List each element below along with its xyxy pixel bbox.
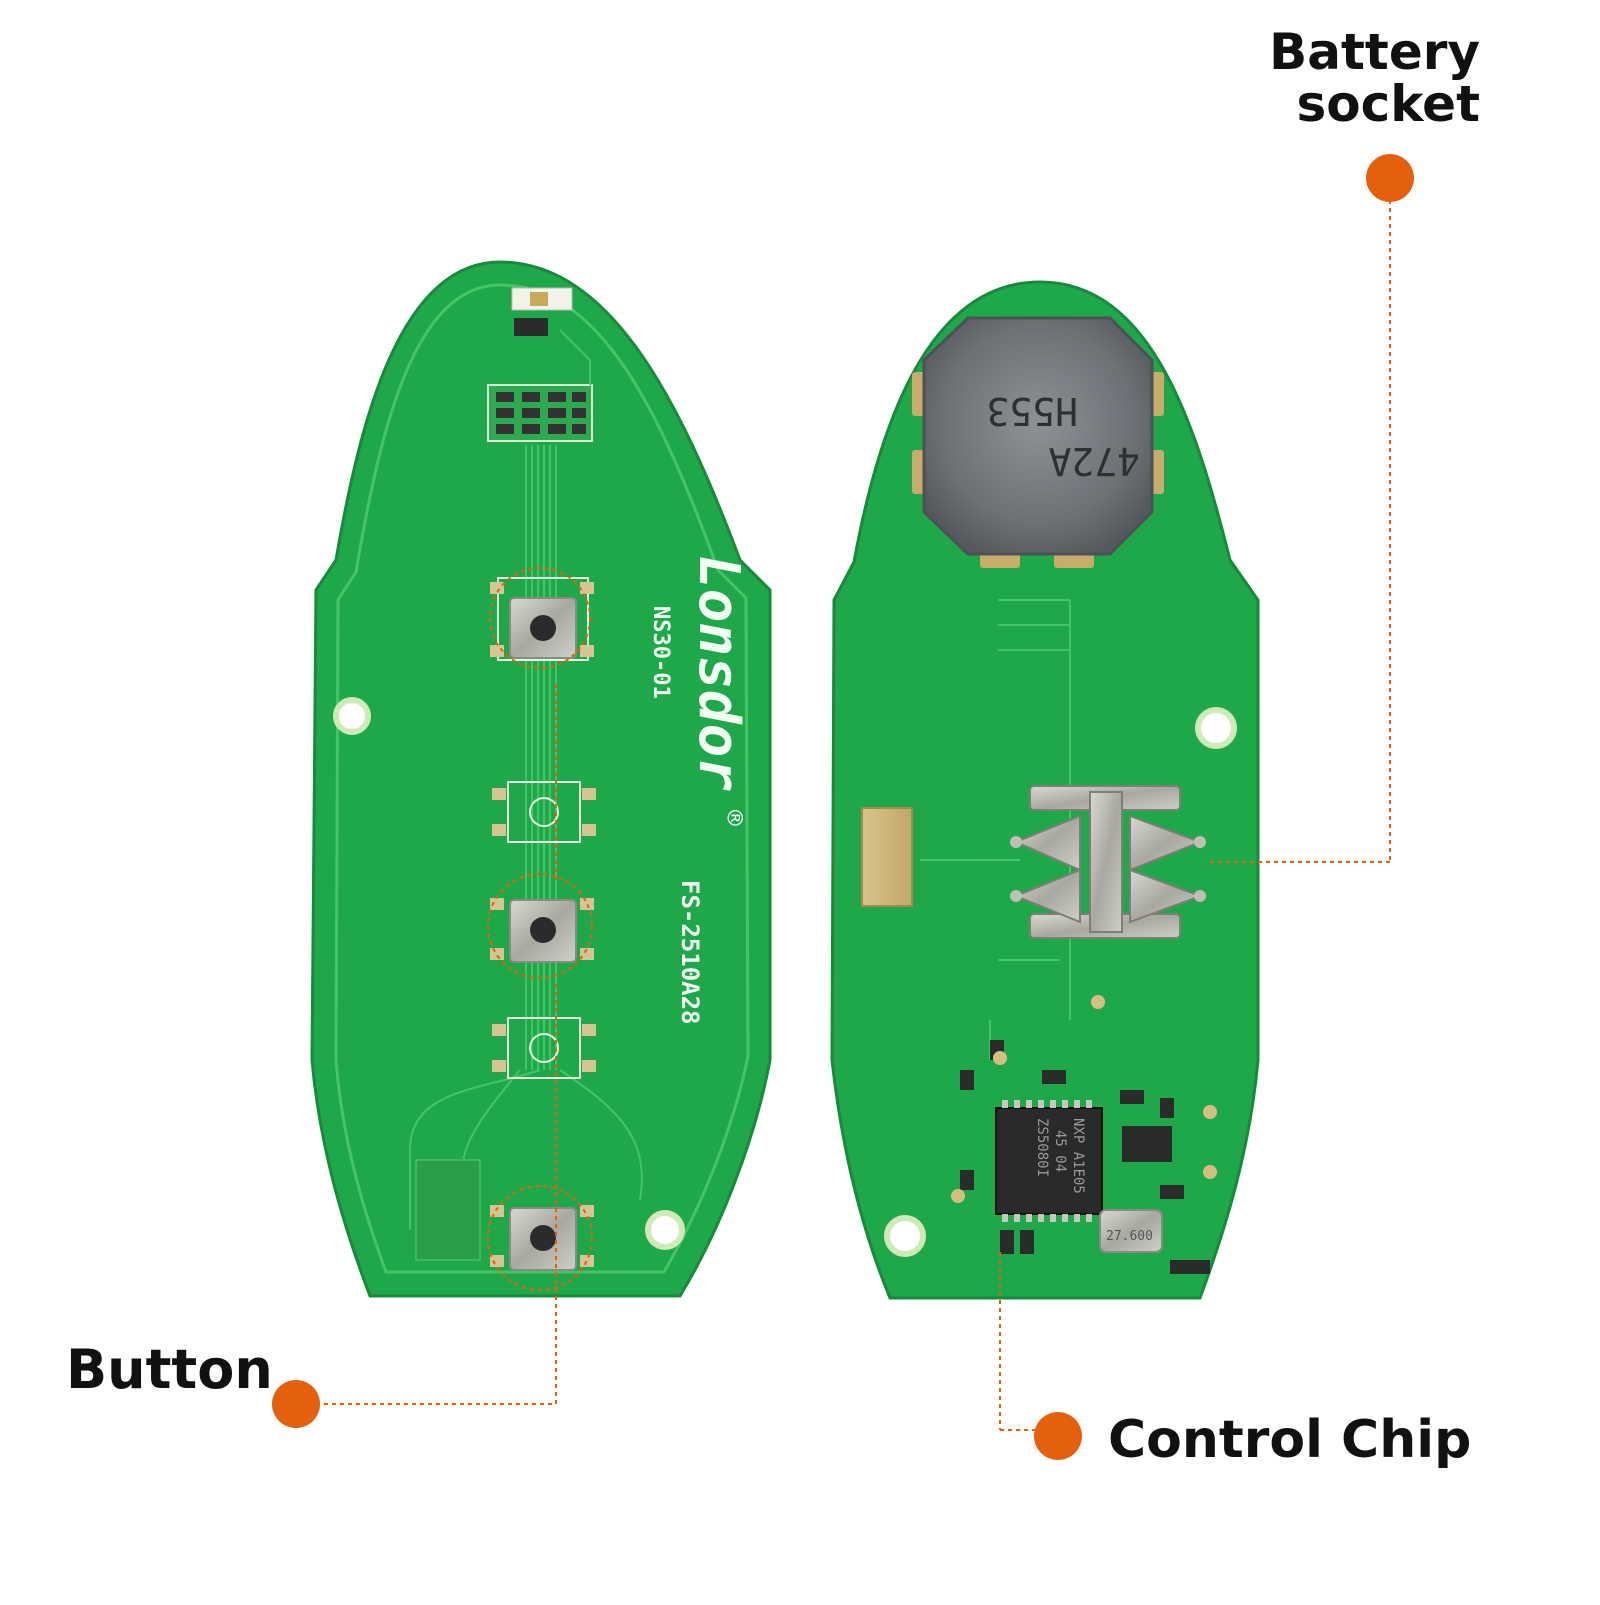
coil-marking-2: 472A [1048,439,1140,483]
part-number-silkscreen: FS-2510A28 [676,880,704,1025]
right-pcb-board: H553 472A [830,280,1260,1300]
tact-button-empty-1 [492,781,596,843]
button-callout-dot [272,1380,320,1428]
chip-marking-1: NXP A1E05 [1070,1118,1086,1194]
chip-marking-3: ZS5080I [1034,1118,1050,1177]
left-pcb-board: Lonsdor ® NS30-01 FS-2510A28 [310,260,772,1298]
button-label: Button [66,1338,273,1401]
model-silkscreen: NS30-01 [648,606,673,699]
control-chip-label: Control Chip [1108,1410,1472,1470]
tact-button-3 [487,1185,594,1291]
tact-button-1 [489,567,594,669]
battery-socket-label: Battery socket [1220,26,1480,130]
callout-leaders [316,200,1391,1431]
battery-label-line1: Battery [1269,23,1480,81]
brand-silkscreen: Lonsdor [686,555,751,791]
chip-marking-2: 45 04 [1052,1130,1068,1172]
control-chip: NXP A1E05 45 04 ZS5080I [995,1100,1103,1222]
coil-marking-1: H553 [986,389,1078,433]
registered-mark: ® [719,810,749,826]
tact-button-2 [487,873,594,979]
tact-button-empty-2 [492,1017,596,1079]
crystal-oscillator: 27.600 [1099,1209,1163,1253]
inductor-coil: H553 472A [912,316,1164,568]
chip-callout-dot [1034,1412,1082,1460]
battery-label-line2: socket [1296,75,1480,133]
battery-callout-dot [1366,154,1414,202]
crystal-marking: 27.600 [1106,1229,1153,1244]
battery-socket-clip [1010,785,1206,939]
